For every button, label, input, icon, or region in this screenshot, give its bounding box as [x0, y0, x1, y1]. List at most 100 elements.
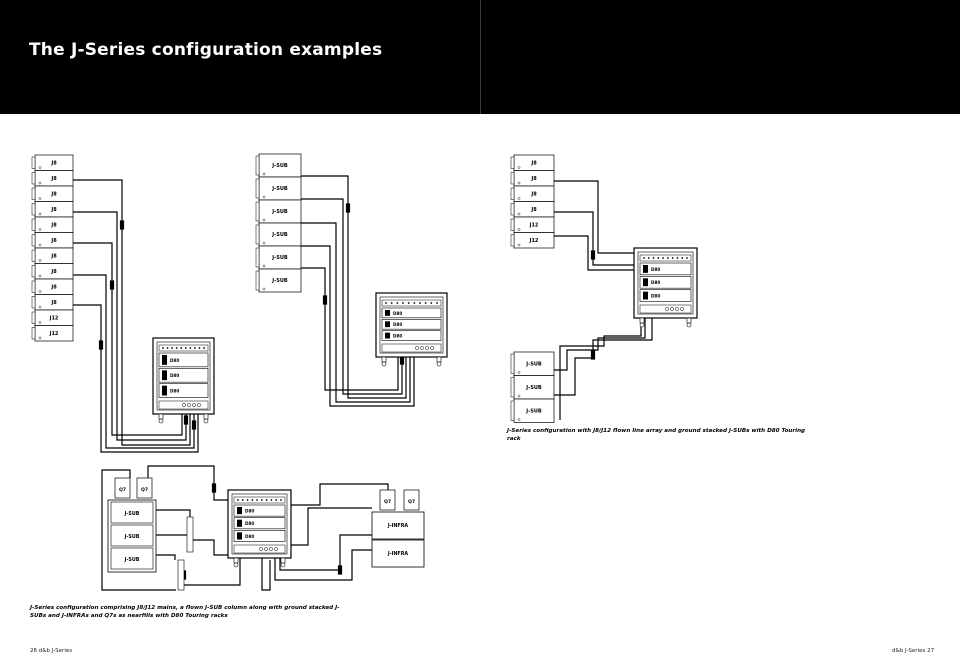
footer-left: 26 d&b J-Series	[30, 648, 73, 654]
amp-display	[643, 278, 648, 287]
amp-display	[385, 321, 390, 328]
cable	[554, 180, 634, 254]
castor	[381, 356, 387, 363]
connector	[415, 346, 419, 350]
cabinet-label: Q7	[119, 487, 126, 493]
patch-connector	[686, 257, 688, 259]
rigging-bracket	[31, 172, 36, 185]
amplifier-label: D80	[170, 358, 179, 363]
rigging-bracket	[510, 400, 515, 421]
patch-connector	[402, 302, 404, 304]
patch-connector	[265, 499, 268, 501]
connector	[675, 307, 679, 311]
patch-connector	[424, 302, 427, 304]
rigging-bracket	[31, 280, 36, 293]
patch-connector	[436, 302, 438, 304]
patch-connector	[390, 302, 393, 304]
logo-mark	[517, 394, 521, 398]
caption-config-right: J-Series configuration with J8/J12 flown…	[507, 428, 806, 442]
amp-display	[643, 265, 648, 273]
amplifier	[158, 352, 209, 368]
page-title: The J-Series configuration examples	[29, 40, 383, 60]
infra-cabinet	[371, 511, 425, 540]
patch-connector	[407, 302, 410, 304]
cable	[301, 198, 403, 395]
connector-panel	[158, 400, 209, 410]
patch-connector	[193, 347, 196, 349]
rigging-bracket	[255, 270, 260, 291]
amplifier	[233, 517, 286, 530]
splitter-box	[186, 516, 194, 553]
cable	[301, 175, 407, 399]
sub-cabinet	[110, 547, 154, 570]
castor-wheel	[280, 562, 286, 568]
cable	[301, 222, 411, 403]
rigging-bracket	[510, 156, 515, 169]
connector	[259, 547, 263, 551]
connector	[197, 403, 201, 407]
logo-mark	[38, 290, 42, 293]
cabinet-label: J-SUB	[271, 278, 288, 284]
cable-connector	[590, 250, 596, 260]
logo-mark	[517, 243, 521, 247]
patch-connector	[396, 302, 399, 304]
castor	[158, 413, 164, 420]
castor-wheel	[158, 418, 164, 424]
cabinet-label: Q7	[141, 487, 148, 493]
amplifier	[233, 530, 286, 542]
rigging-bracket	[255, 247, 260, 268]
amp-display	[237, 507, 242, 515]
cable-connector	[191, 420, 197, 430]
rigging-bracket	[31, 203, 36, 216]
patch-panel	[233, 496, 286, 504]
rigging-bracket	[510, 353, 515, 374]
connector	[420, 346, 424, 350]
connector	[670, 307, 674, 311]
logo-mark	[517, 197, 521, 200]
cable-connector	[590, 350, 596, 360]
logo-mark	[262, 241, 266, 245]
patch-connector	[198, 347, 201, 349]
connector	[192, 403, 196, 407]
logo-mark	[38, 181, 42, 185]
patch-connector	[237, 499, 239, 501]
cable	[279, 534, 372, 571]
cable	[301, 267, 399, 391]
patch-connector	[430, 302, 433, 304]
cabinet-label: J-SUB	[271, 186, 288, 192]
rigging-bracket	[31, 327, 36, 340]
amp-display	[237, 532, 242, 540]
amp-display	[385, 332, 390, 339]
amplifier-label: D80	[245, 534, 254, 539]
logo-mark	[38, 166, 42, 169]
cabinet-label: J8	[50, 253, 57, 259]
castor-wheel	[203, 418, 209, 424]
cable	[274, 549, 372, 581]
cabinet-label: J-SUB	[124, 557, 140, 563]
page-spine	[480, 0, 481, 114]
footer-right: d&b J-Series 27	[892, 648, 935, 654]
rigging-bracket	[255, 201, 260, 222]
q7-cabinet	[136, 477, 153, 499]
rigging-bracket	[255, 178, 260, 199]
cable	[73, 179, 191, 446]
connector	[665, 307, 669, 311]
amplifier-label: D80	[245, 509, 254, 514]
cable	[184, 558, 241, 586]
connector-panel	[381, 343, 442, 353]
amp-display	[237, 519, 242, 527]
q7-cabinet	[114, 477, 131, 499]
patch-connector	[189, 347, 192, 349]
cabinet-label: J8	[50, 238, 57, 244]
cable	[73, 304, 199, 453]
cabinet-label: J8	[50, 269, 57, 275]
sub-cabinet	[110, 501, 154, 524]
rigging-bracket	[31, 187, 36, 200]
splitter-box	[177, 559, 185, 591]
cabinets: J8J8J8J8J8J8J8J8J8J8J12J12D80D80D80J-SUB…	[31, 153, 698, 591]
patch-connector	[180, 347, 183, 349]
cabinet-label: J12	[49, 315, 59, 321]
cabinet-label: J12	[529, 222, 539, 228]
cabinet-label: Q7	[384, 499, 391, 505]
